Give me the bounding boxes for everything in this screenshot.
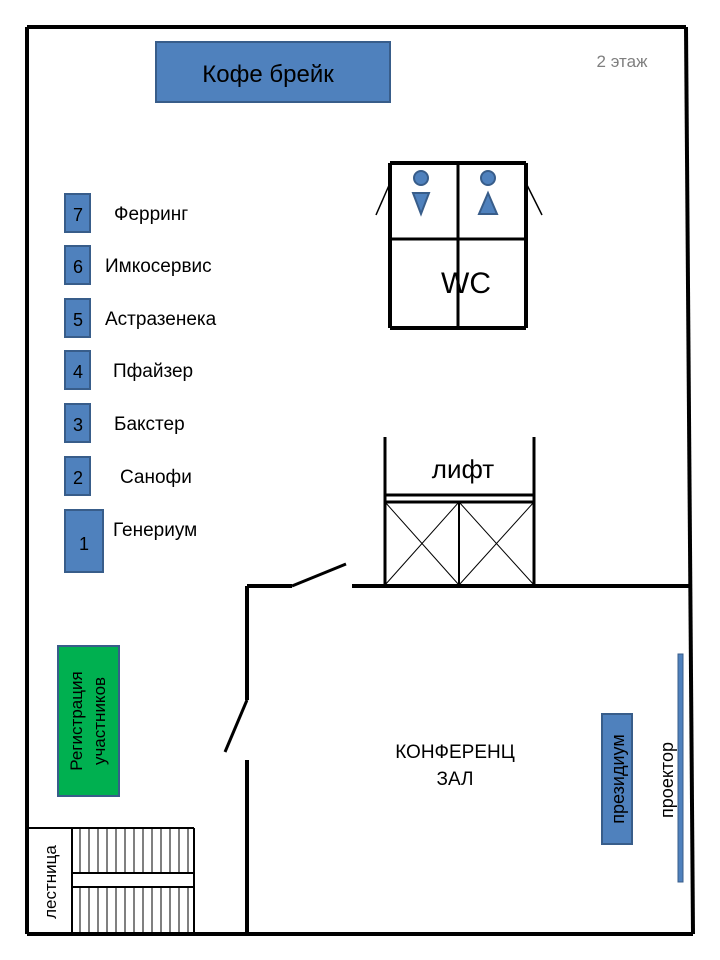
stand-name: Имкосервис <box>105 256 212 277</box>
stand-number: 1 <box>79 534 89 554</box>
wc-label: WC <box>441 267 491 300</box>
female-icon <box>411 170 431 217</box>
registration-label-line2: участников <box>90 677 109 765</box>
stand-number: 3 <box>73 415 83 435</box>
outer-walls <box>25 25 695 936</box>
stand-4: 4 Пфайзер <box>64 350 193 390</box>
conference-hall-label-line1: КОНФЕРЕНЦ <box>395 742 515 763</box>
elevator-label: лифт <box>432 454 495 484</box>
stand-number: 5 <box>73 310 83 330</box>
male-icon <box>477 170 499 215</box>
stand-number: 4 <box>73 362 83 382</box>
stand-6: 6 Имкосервис <box>64 245 212 285</box>
stand-2: 2 Санофи <box>64 456 192 496</box>
stand-5: 5 Астразенека <box>64 298 217 338</box>
projector-screen: проектор <box>657 653 684 883</box>
stand-1: 1 Генериум <box>64 509 197 573</box>
conference-hall-walls <box>223 562 690 934</box>
stand-number: 6 <box>73 257 83 277</box>
projector-label: проектор <box>657 742 677 818</box>
registration-desk: Регистрация участников <box>57 645 120 797</box>
presidium: президиум <box>601 713 633 845</box>
stand-name: Астразенека <box>105 309 217 330</box>
stand-name: Бакстер <box>114 414 185 435</box>
stand-name: Пфайзер <box>113 361 193 382</box>
elevator-shaft <box>383 437 536 586</box>
stand-name: Санофи <box>120 467 192 488</box>
presidium-label: президиум <box>608 734 628 823</box>
coffee-break-label: Кофе брейк <box>202 61 334 88</box>
stand-name: Генериум <box>113 520 197 541</box>
stand-7: 7 Ферринг <box>64 193 188 233</box>
stairs-label: лестница <box>41 845 60 919</box>
stand-name: Ферринг <box>114 204 188 225</box>
stand-number: 7 <box>73 205 83 225</box>
staircase <box>27 827 195 934</box>
stand-3: 3 Бакстер <box>64 403 185 443</box>
wc-room <box>375 161 543 330</box>
stand-number: 2 <box>73 468 83 488</box>
coffee-break-area: Кофе брейк <box>155 41 391 103</box>
registration-label-line1: Регистрация <box>67 671 86 770</box>
conference-hall-label-line2: ЗАЛ <box>436 769 473 790</box>
floor-label: 2 этаж <box>597 52 649 71</box>
